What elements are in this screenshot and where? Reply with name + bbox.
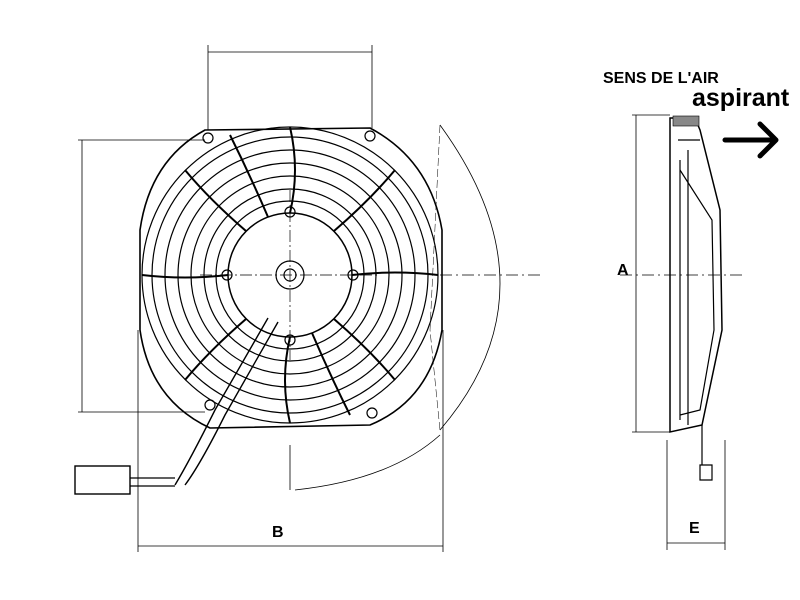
- airflow-label: SENS DE L'AIR: [603, 70, 719, 87]
- airflow-mode: aspirant: [692, 84, 790, 112]
- dimension-a-label: A: [617, 262, 629, 279]
- dimension-e-label: E: [689, 520, 700, 537]
- dimension-b-label: B: [272, 524, 284, 541]
- arrow-right-icon: [722, 121, 779, 159]
- side-view: [620, 114, 745, 550]
- front-view: [74, 45, 540, 552]
